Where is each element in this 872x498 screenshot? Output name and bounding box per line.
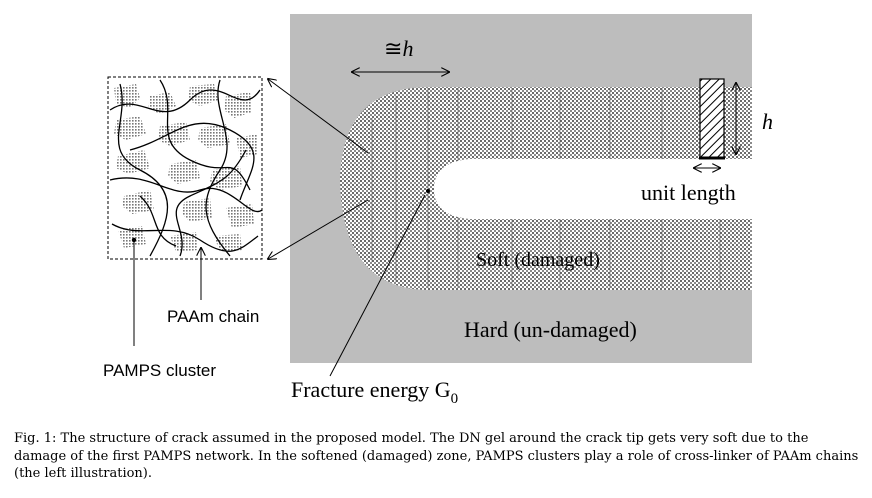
approx-symbol: ≅ [384,36,402,61]
fracture-point [426,189,430,193]
fracture-text: Fracture energy G [291,377,451,402]
paam-label: PAAm chain [167,307,259,326]
fracture-subscript: 0 [451,391,459,407]
zoom-line-bottom [268,199,369,259]
pamps-point [131,237,137,243]
paam-chains [109,79,263,257]
pamps-label: PAMPS cluster [103,361,216,380]
width-label: ≅h [384,36,413,61]
fracture-label: Fracture energy G0 [291,377,458,407]
crack-model-diagram: h unit length ≅h Soft (damaged) Hard (un… [103,14,773,407]
unit-length-label: unit length [641,180,736,205]
network-inset [107,76,263,260]
soft-zone-label: Soft (damaged) [476,249,600,271]
unit-element [699,78,725,159]
fracture-leader [329,194,426,377]
figure-caption: Fig. 1: The structure of crack assumed i… [14,431,859,481]
zoom-line-top [268,79,369,154]
crack [434,159,752,219]
hard-zone-label: Hard (un-damaged) [464,317,637,342]
pamps-clusters [114,84,258,252]
height-label: h [762,109,773,134]
soft-zone-striations [371,88,721,288]
width-variable: h [402,36,413,61]
inset-frame [107,76,263,260]
